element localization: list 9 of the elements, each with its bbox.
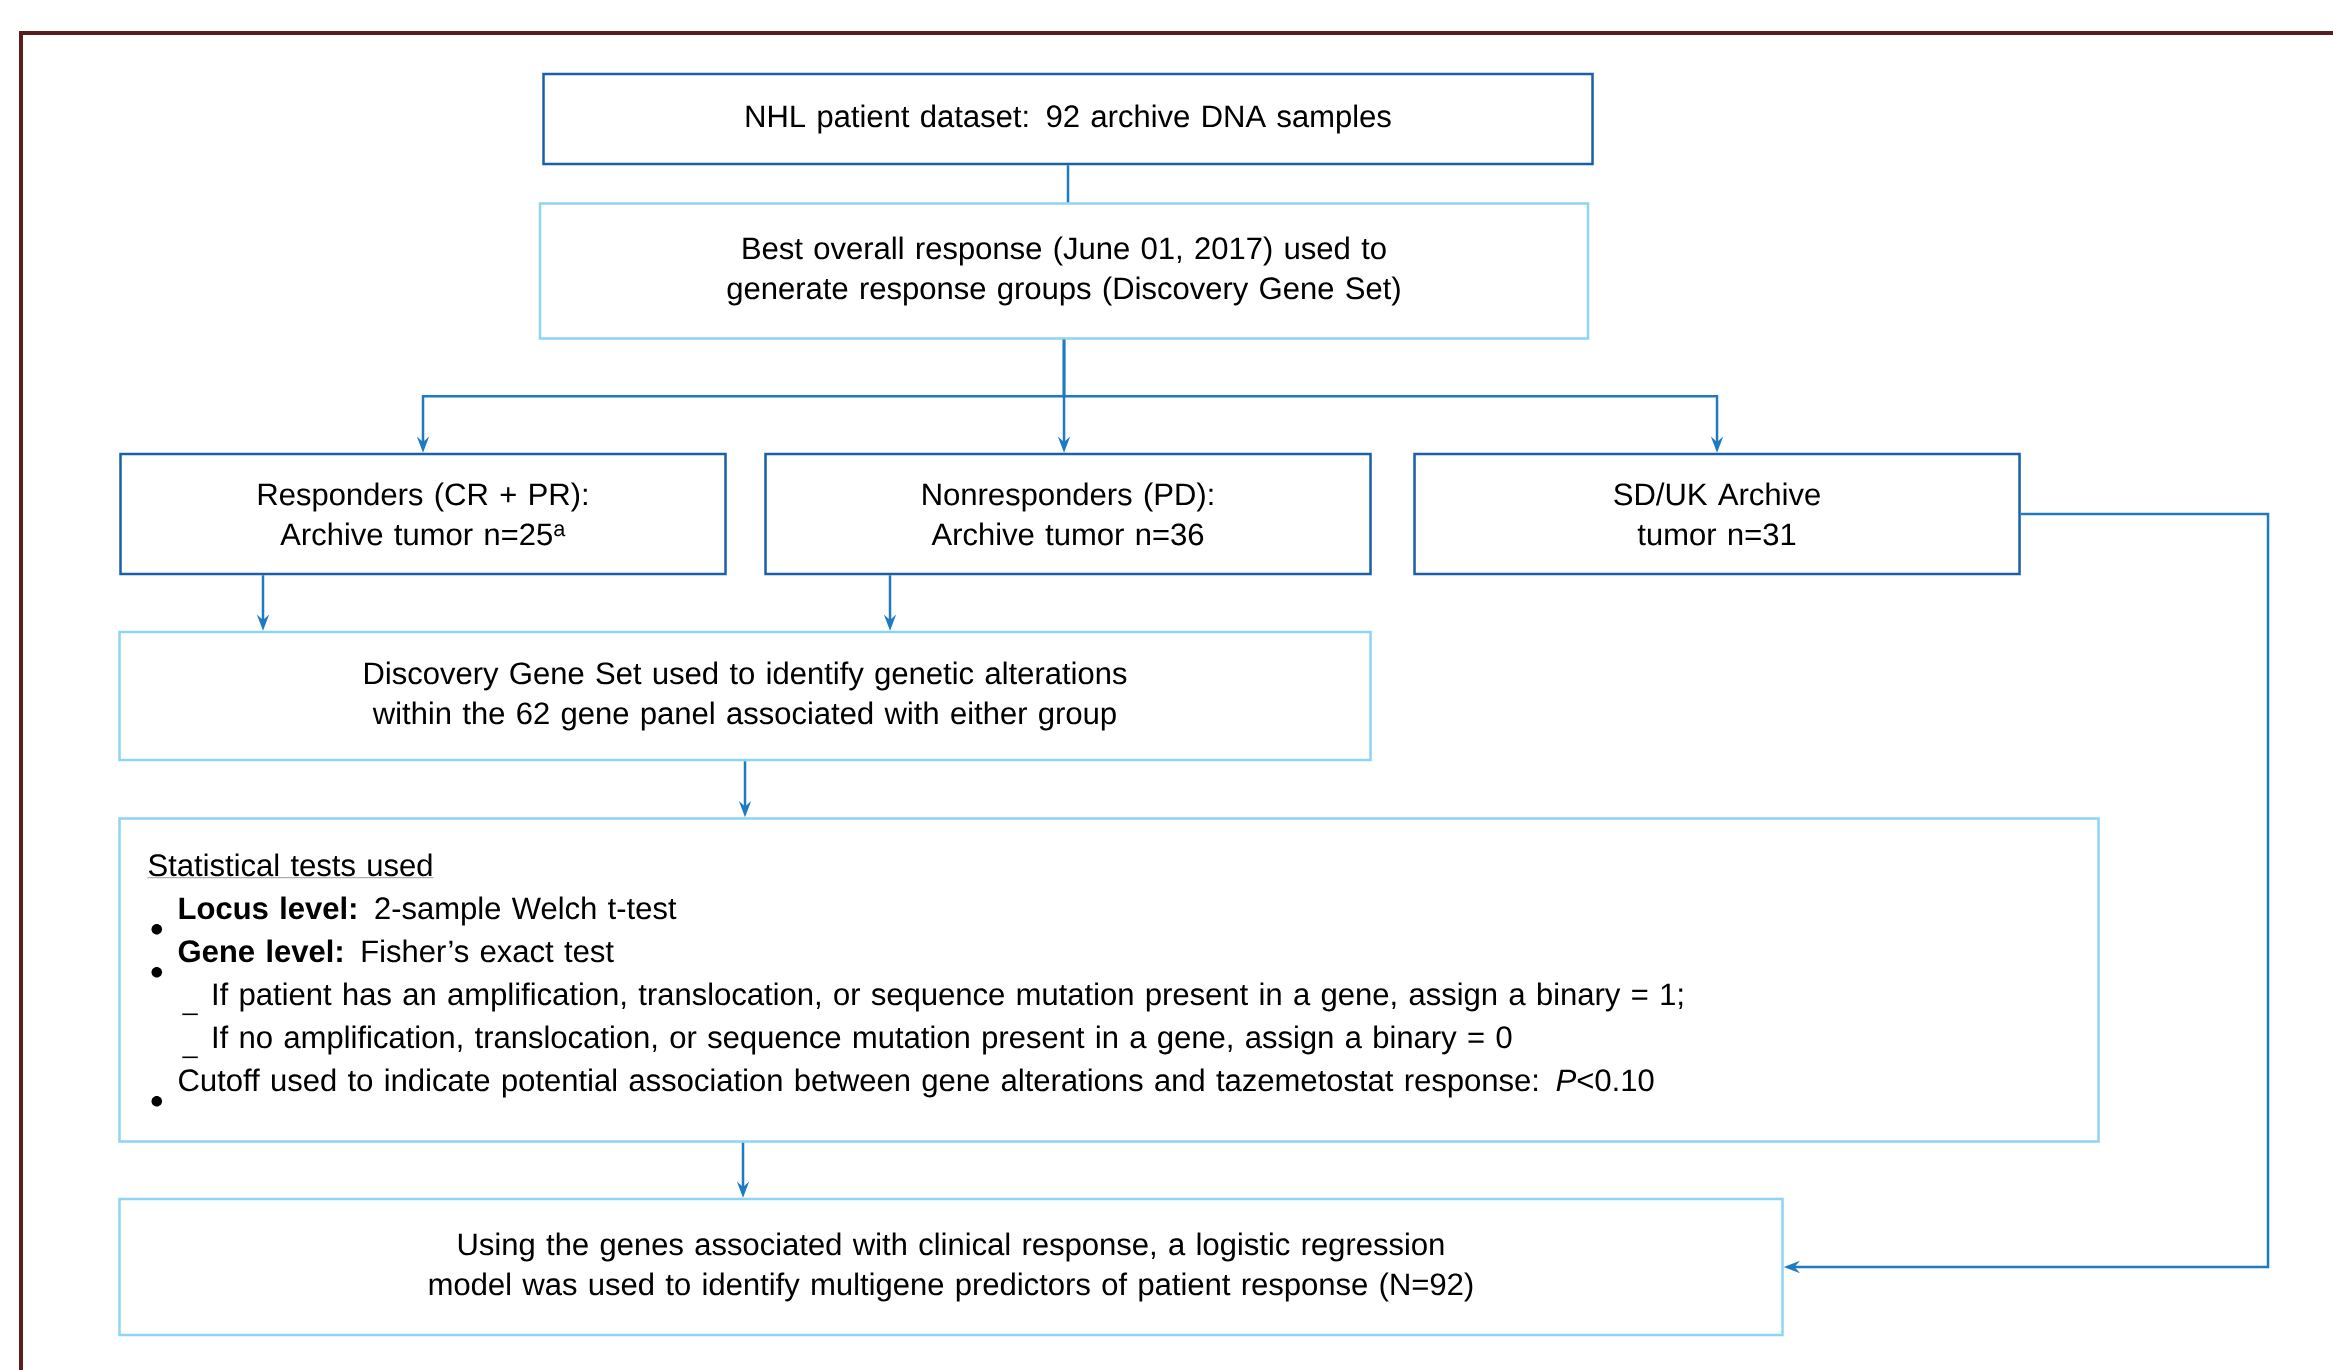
process-box: Best overall response (June 01, 2017) used to generate response groups (Discovery Gene Set) <box>538 202 1590 340</box>
process-box: NHL patient dataset: 92 archive DNA samples <box>542 72 1594 166</box>
process-box: SD/UK Archive tumor n=31 <box>1413 452 2021 576</box>
process-box: Discovery Gene Set used to identify genetic alterations within the 62 gene panel associated with either group <box>118 630 1372 762</box>
process-box: Responders (CR + PR): Archive tumor n=25$^{a}$ <box>119 452 727 576</box>
process-box: Nonresponders (PD): Archive tumor n=36 <box>764 452 1372 576</box>
process-box: Using the genes associated with clinical response, a logistic regression model was used to identify multigene predictors of patient response (N=92) <box>118 1197 1784 1337</box>
process-box: Statistical tests used Locus level: 2-sample Welch t-test Gene level: Fisher’s exact test If patient has an amplification, translocation, or sequence mutation present in a gene, assign a binary = 1; If no amplification, translocation, or sequence mutation present in a gene, assign a binary = 0 Cutoff used to indicate potential association between gene alterations and tazemetostat response: P<0.10 <box>118 817 2100 1143</box>
connector-line <box>1066 165 1070 203</box>
